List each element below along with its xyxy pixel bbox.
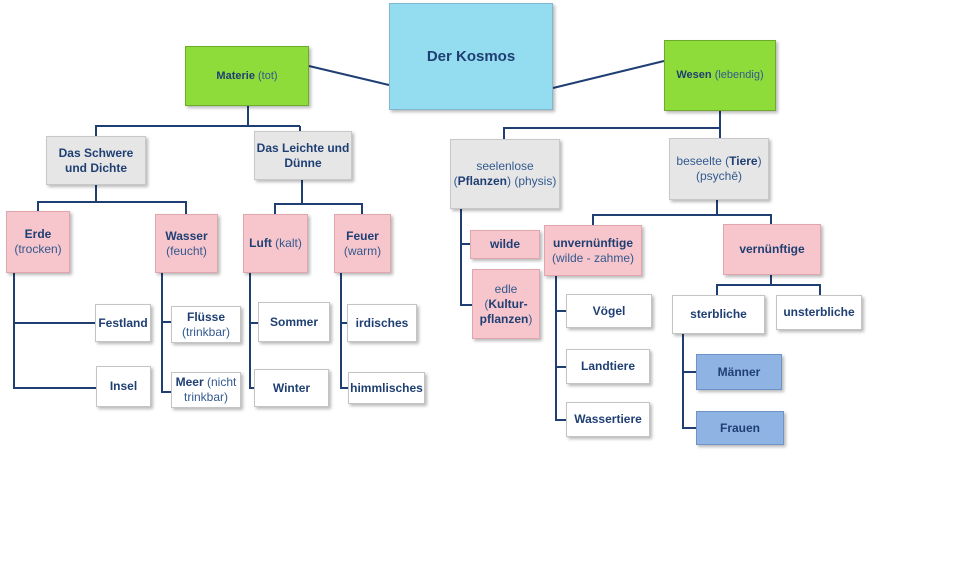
node-wilde: wilde <box>470 230 540 259</box>
connector-root-materie <box>308 65 390 86</box>
node-wesen: Wesen (lebendig) <box>664 40 776 111</box>
node-label: pflanzen <box>479 311 529 326</box>
connector-seelenlose-children <box>460 209 472 306</box>
node-das-schwere: Das Schwere und Dichte <box>46 136 146 185</box>
connector-luft-children <box>249 273 254 389</box>
node-label: unvernünftige <box>553 235 633 250</box>
node-himmlisches: himmlisches <box>348 372 425 404</box>
node-wassertiere: Wassertiere <box>566 402 650 437</box>
node-label: irdisches <box>355 315 409 330</box>
node-label: Feuer <box>346 228 379 243</box>
node-landtiere: Landtiere <box>566 349 650 384</box>
node-label: Materie <box>216 69 255 82</box>
node-label: und Dichte <box>65 160 127 175</box>
connector-root-wesen <box>552 60 665 89</box>
node-label: Wasser <box>165 228 208 243</box>
node-label: vernünftige <box>739 242 805 256</box>
node-label: Vögel <box>592 303 626 318</box>
node-meer: Meer (nicht trinkbar) <box>171 372 241 408</box>
node-unsterbliche: unsterbliche <box>776 295 862 330</box>
node-materie: Materie (tot) <box>185 46 309 106</box>
connector-erde-children <box>13 273 96 389</box>
node-label: Das Leichte und <box>256 140 350 155</box>
node-label: Kultur- <box>488 296 528 311</box>
node-note: (warm) <box>343 243 382 258</box>
node-label: Wesen <box>676 69 712 81</box>
node-label: Landtiere <box>580 359 635 373</box>
node-beseelte: beseelte (Tiere) (psychē) <box>669 138 769 200</box>
node-note: (psychē) <box>695 169 742 183</box>
node-wasser: Wasser (feucht) <box>155 214 218 273</box>
node-edle: edle (Kultur- pflanzen) <box>472 269 540 339</box>
node-irdisches: irdisches <box>347 304 417 342</box>
node-label: Wassertiere <box>574 412 642 426</box>
node-label: Der Kosmos <box>426 48 516 65</box>
node-label: beseelte <box>676 154 722 168</box>
node-label: Tiere <box>729 154 758 168</box>
node-note: (kalt) <box>275 236 302 250</box>
connector-wesen-children <box>503 111 721 139</box>
node-label: Erde <box>24 227 52 241</box>
node-winter: Winter <box>254 369 329 407</box>
node-note: (wilde - zahme) <box>551 250 635 265</box>
node-label: unsterbliche <box>783 305 855 319</box>
node-label: Festland <box>98 315 148 330</box>
node-label: wilde <box>489 237 520 251</box>
node-label: Insel <box>109 379 138 393</box>
connector-schwere-children <box>37 185 97 211</box>
node-note: trinkbar) <box>183 390 228 404</box>
node-maenner: Männer <box>696 354 782 390</box>
node-note: (feucht) <box>166 243 207 258</box>
node-erde: Erde (trocken) <box>6 211 70 273</box>
node-frauen: Frauen <box>696 411 784 445</box>
node-fluesse: Flüsse (trinkbar) <box>171 306 241 343</box>
node-label: edle <box>494 281 518 296</box>
node-label: Dünne <box>284 155 322 170</box>
node-label: Männer <box>717 364 761 379</box>
node-sterbliche: sterbliche <box>672 295 765 334</box>
node-der-kosmos: Der Kosmos <box>389 3 553 110</box>
node-label: Winter <box>272 380 311 395</box>
node-note: (lebendig) <box>714 69 764 81</box>
node-insel: Insel <box>96 366 151 407</box>
node-voegel: Vögel <box>566 294 652 328</box>
node-label: Meer <box>175 375 204 389</box>
connector-sterbliche-children <box>682 334 696 429</box>
connector-vernuenftige-children <box>716 275 772 295</box>
node-note: (trinkbar) <box>181 324 230 339</box>
connector-unvernuenftige-children <box>555 276 566 421</box>
connector-wasser-children <box>161 273 171 393</box>
node-unvernuenftige: unvernünftige (wilde - zahme) <box>544 225 642 276</box>
node-label: Luft <box>249 236 272 250</box>
node-note: (tot) <box>258 69 278 82</box>
connector-leichte-children <box>274 180 303 214</box>
node-das-leichte: Das Leichte und Dünne <box>254 131 352 180</box>
node-feuer: Feuer (warm) <box>334 214 391 273</box>
node-label: Sommer <box>269 314 319 329</box>
node-festland: Festland <box>95 304 151 342</box>
node-label: Frauen <box>719 420 760 435</box>
connector-materie-children <box>95 106 249 136</box>
connector-beseelte-children <box>592 200 718 225</box>
node-note: (nicht <box>207 375 237 389</box>
node-label: sterbliche <box>690 307 747 321</box>
node-label: himmlisches <box>350 380 423 395</box>
node-label: Flüsse <box>186 309 225 324</box>
node-seelenlose: seelenlose (Pflanzen) (physis) <box>450 139 560 209</box>
node-label: seelenlose <box>476 159 534 173</box>
node-sommer: Sommer <box>258 302 330 342</box>
node-vernuenftige: vernünftige <box>723 224 821 275</box>
node-note: (trocken) <box>14 242 62 256</box>
node-luft: Luft (kalt) <box>243 214 308 273</box>
connector-feuer-children <box>340 273 348 389</box>
node-label: Pflanzen <box>457 174 507 188</box>
node-label: Das Schwere <box>58 145 134 160</box>
node-note: (physis) <box>514 174 557 188</box>
